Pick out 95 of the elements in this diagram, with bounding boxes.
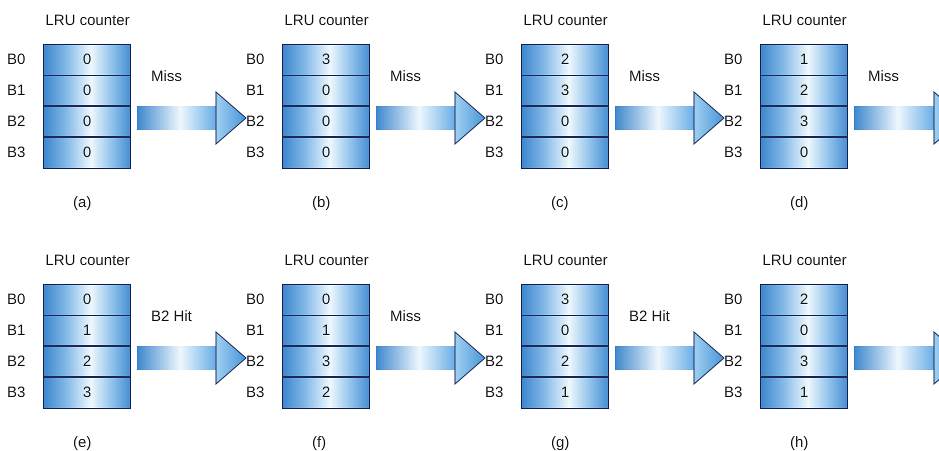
counter-value: 2 [798, 291, 810, 308]
row-label: B3 [246, 384, 264, 401]
row-label: B3 [7, 384, 26, 401]
counter-title: LRU counter [522, 12, 609, 29]
row-label: B3 [246, 144, 264, 161]
panel-caption: (g) [551, 434, 570, 451]
panel-caption: (f) [312, 434, 326, 451]
row-label: B2 [246, 113, 264, 130]
row-label: B0 [246, 51, 264, 68]
counter-title: LRU counter [761, 12, 848, 29]
block-arrow [854, 92, 939, 144]
row-label: B1 [724, 82, 742, 99]
counter-value: 1 [560, 384, 570, 401]
counter-value: 3 [798, 113, 810, 130]
counter-value: 0 [560, 322, 570, 339]
counter-value: 1 [320, 322, 332, 339]
row-label: B0 [485, 51, 504, 68]
counter-value: 3 [560, 82, 570, 99]
counter-value: 0 [320, 82, 332, 99]
row-label: B0 [7, 51, 26, 68]
block-arrow [376, 332, 486, 384]
row-label: B1 [724, 322, 742, 339]
edge-label: Miss [868, 68, 899, 85]
panel-caption: (e) [73, 434, 92, 451]
block-arrow [854, 332, 939, 384]
block-arrow [615, 332, 724, 384]
counter-value: 0 [798, 144, 810, 161]
row-label: B3 [485, 144, 504, 161]
counter-value: 1 [798, 384, 810, 401]
counter-value: 2 [560, 51, 570, 68]
row-label: B2 [724, 113, 742, 130]
counter-title: LRU counter [44, 252, 131, 269]
row-label: B1 [246, 82, 264, 99]
row-label: B1 [485, 82, 504, 99]
row-label: B3 [7, 144, 26, 161]
block-arrow [615, 92, 724, 144]
edge-label: Miss [390, 308, 421, 325]
row-label: B3 [724, 384, 742, 401]
counter-value: 0 [798, 322, 810, 339]
edge-label: Miss [151, 68, 182, 85]
row-label: B2 [485, 353, 504, 370]
counter-value: 3 [560, 291, 570, 308]
counter-value: 0 [320, 144, 332, 161]
row-label: B2 [724, 353, 742, 370]
counter-value: 3 [320, 51, 332, 68]
row-label: B3 [724, 144, 742, 161]
counter-title: LRU counter [283, 12, 370, 29]
row-label: B0 [485, 291, 504, 308]
row-label: B1 [7, 82, 26, 99]
row-label: B2 [7, 353, 26, 370]
counter-value: 2 [798, 82, 810, 99]
counter-value: 3 [82, 384, 92, 401]
row-label: B1 [485, 322, 504, 339]
edge-label: Miss [390, 68, 421, 85]
counter-value: 0 [82, 82, 92, 99]
row-label: B1 [7, 322, 26, 339]
panel-caption: (d) [790, 194, 808, 211]
row-label: B1 [246, 322, 264, 339]
edge-label: B2 Hit [151, 308, 192, 325]
block-arrow [376, 92, 486, 144]
block-arrow [137, 332, 246, 384]
counter-value: 3 [798, 353, 810, 370]
counter-title: LRU counter [44, 12, 131, 29]
counter-title: LRU counter [283, 252, 370, 269]
panel-caption: (h) [790, 434, 808, 451]
row-label: B0 [246, 291, 264, 308]
row-label: B2 [485, 113, 504, 130]
row-label: B0 [724, 51, 742, 68]
row-label: B2 [7, 113, 26, 130]
edge-label: B2 Hit [629, 308, 670, 325]
counter-title: LRU counter [522, 252, 609, 269]
counter-value: 0 [320, 113, 332, 130]
counter-value: 0 [560, 113, 570, 130]
row-label: B3 [485, 384, 504, 401]
counter-value: 0 [82, 113, 92, 130]
block-arrow [137, 92, 246, 144]
panel-caption: (c) [551, 194, 568, 211]
row-label: B0 [7, 291, 26, 308]
counter-value: 0 [560, 144, 570, 161]
edge-label: Miss [629, 68, 660, 85]
counter-value: 0 [82, 144, 92, 161]
counter-value: 0 [82, 51, 92, 68]
counter-value: 2 [320, 384, 332, 401]
row-label: B2 [246, 353, 264, 370]
row-label: B0 [724, 291, 742, 308]
counter-value: 1 [798, 51, 810, 68]
counter-title: LRU counter [761, 252, 848, 269]
panel-caption: (b) [312, 194, 330, 211]
counter-value: 1 [82, 322, 92, 339]
counter-value: 0 [82, 291, 92, 308]
counter-value: 2 [82, 353, 92, 370]
counter-value: 2 [560, 353, 570, 370]
counter-value: 3 [320, 353, 332, 370]
panel-caption: (a) [73, 194, 92, 211]
counter-value: 0 [320, 291, 332, 308]
